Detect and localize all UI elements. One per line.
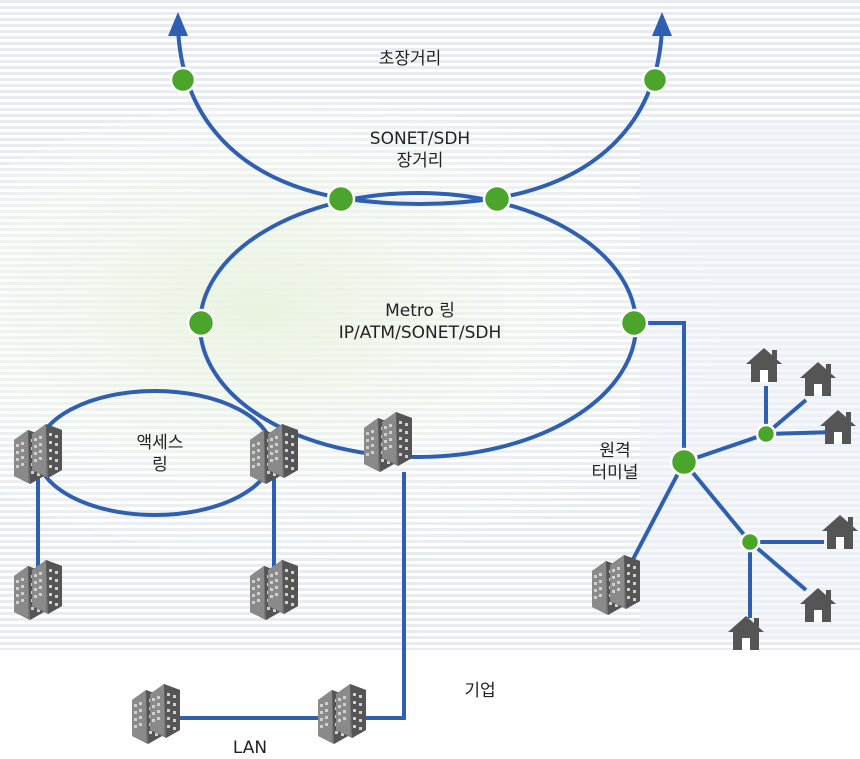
enterprise-uplink xyxy=(360,472,406,720)
access-links xyxy=(36,321,837,720)
node xyxy=(641,66,669,94)
node xyxy=(326,184,356,214)
remote-line1: 원격 xyxy=(599,441,631,461)
sonet-sdh-long-haul-label: SONET/SDH 장거리 xyxy=(330,128,510,172)
node xyxy=(169,66,197,94)
node xyxy=(755,423,777,445)
arrow-up-icon xyxy=(168,12,188,36)
node xyxy=(482,184,512,214)
right-long-haul-curve xyxy=(497,27,664,200)
access-ring-label: 액세스 링 xyxy=(110,432,210,476)
lan-text: LAN xyxy=(232,738,268,758)
sonet-sdh-line2: 장거리 xyxy=(396,151,444,171)
node xyxy=(619,308,649,338)
remote-branch-upper xyxy=(683,432,767,464)
access-line1: 액세스 xyxy=(136,433,184,453)
enterprise-text: 기업 xyxy=(464,681,496,701)
remote-terminal-label: 원격 터미널 xyxy=(575,440,655,484)
remote-branch-lower xyxy=(682,460,752,544)
lan-label: LAN xyxy=(210,737,290,759)
ultra-long-haul-label: 초장거리 xyxy=(350,48,470,70)
metro-ring-label: Metro 링 IP/ATM/SONET/SDH xyxy=(300,300,540,344)
access-line2: 링 xyxy=(152,455,168,475)
remote-terminal-link xyxy=(634,321,686,462)
remote-building-link xyxy=(628,461,686,566)
node xyxy=(739,531,761,553)
sonet-sdh-line1: SONET/SDH xyxy=(369,129,471,149)
node xyxy=(186,308,216,338)
metro-line1: Metro 링 xyxy=(385,301,455,321)
ultra-long-haul-text: 초장거리 xyxy=(378,49,442,69)
left-long-haul-curve xyxy=(176,27,341,200)
node xyxy=(669,447,699,477)
arrow-up-icon xyxy=(652,12,672,36)
enterprise-label: 기업 xyxy=(440,680,520,702)
remote-line2: 터미널 xyxy=(591,463,639,483)
nodes xyxy=(169,66,777,553)
metro-line2: IP/ATM/SONET/SDH xyxy=(338,323,502,343)
